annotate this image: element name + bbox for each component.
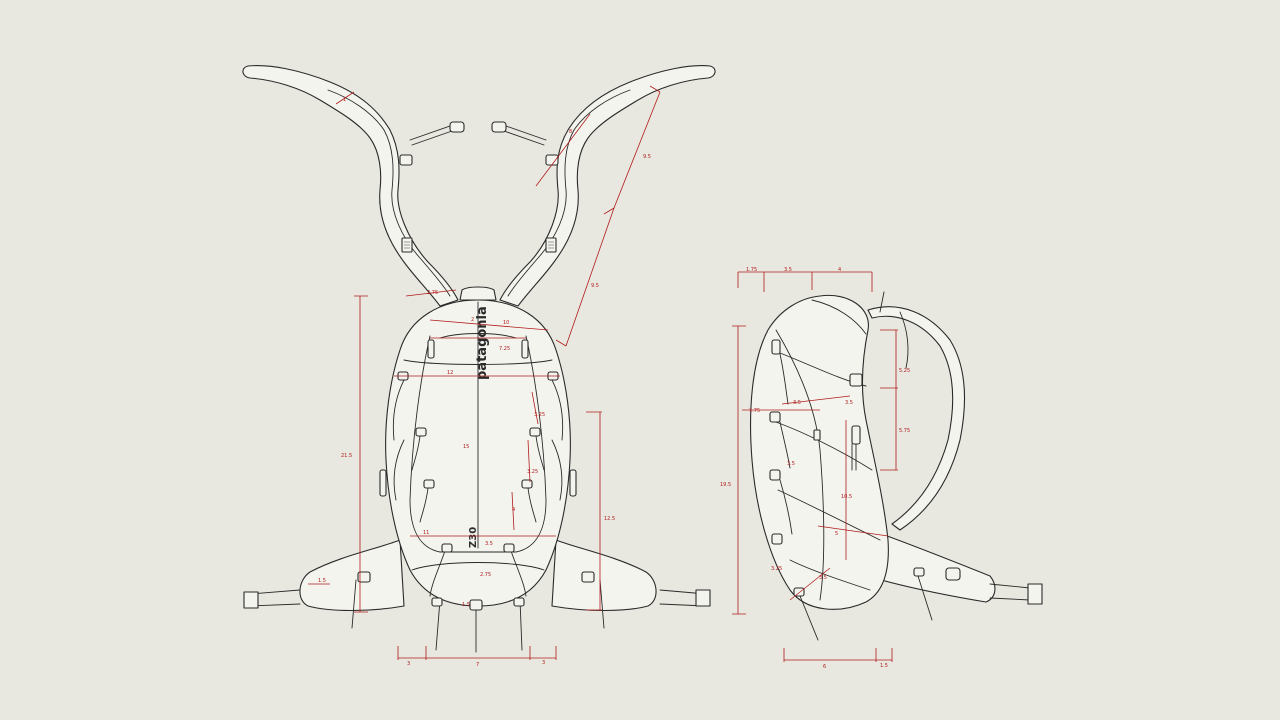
dim-total-height: 21.5 <box>341 453 352 459</box>
dim-base-right: 3 <box>542 660 545 666</box>
dim-side-top-a: 1.75 <box>746 267 757 273</box>
dim-harness-upper: 5.25 <box>899 368 910 374</box>
dim-base-depth: 6 <box>823 664 826 670</box>
dim-side-panel: 12.5 <box>604 516 615 522</box>
dim-front-a: 1.75 <box>749 408 760 414</box>
dim-side-mid: 3.25 <box>527 469 538 475</box>
dim-lower-width: 11 <box>423 530 429 536</box>
dim-front-c: 3.5 <box>845 400 853 406</box>
dim-bottom-pocket: 2.75 <box>480 572 491 578</box>
dim-shoulder-pad: 1 <box>343 97 346 103</box>
dim-base-small: 1.5 <box>880 663 888 669</box>
dim-front-d: 3.5 <box>787 461 795 467</box>
front-logo: patagonia <box>475 306 490 380</box>
dim-strap-width: 8 <box>569 129 572 135</box>
side-dimensions: 1.75 3.5 4 5.25 5.75 19.5 1.75 3.5 3.5 3… <box>720 267 910 670</box>
dim-bottom-curve: 3.25 <box>771 566 782 572</box>
dim-center-height: 15 <box>463 444 469 450</box>
dim-lower-small: 3.5 <box>485 541 493 547</box>
dim-depth: 10.5 <box>841 494 852 500</box>
dim-side-total-height: 19.5 <box>720 482 731 488</box>
front-model-label: Z30 <box>468 527 479 548</box>
right-shoulder-strap <box>491 65 716 307</box>
dim-top-width: 10 <box>503 320 509 326</box>
dim-side-top-b: 3.5 <box>784 267 792 273</box>
dim-bottom-strap: 1.5 <box>462 602 470 608</box>
dim-side-upper: 3.25 <box>534 412 545 418</box>
dim-strap-upper: 9.5 <box>643 154 651 160</box>
side-view <box>750 291 1043 641</box>
dim-lower-a: 5 <box>835 531 838 537</box>
front-view: patagonia Z30 <box>242 65 716 653</box>
left-shoulder-strap <box>242 65 465 307</box>
dim-strap-lower: 9.5 <box>591 283 599 289</box>
dim-side-top-c: 4 <box>838 267 841 273</box>
dim-hipbelt: 1.5 <box>318 578 326 584</box>
dim-lower-b: 3.5 <box>819 575 827 581</box>
front-dimensions: 1 8 9.5 9.5 2.75 2 10 7.25 12 21.5 15 3.… <box>308 85 661 668</box>
dim-sternum: 2.75 <box>427 290 438 296</box>
front-compression-cords <box>379 371 577 523</box>
front-bottom-straps <box>351 543 605 653</box>
dim-top-small: 2 <box>471 317 474 323</box>
dim-front-b: 3.5 <box>793 400 801 406</box>
dim-body-width: 12 <box>447 370 453 376</box>
dim-harness-lower: 5.75 <box>899 428 910 434</box>
dim-lid: 7.25 <box>499 346 510 352</box>
dim-side-low: 4 <box>512 507 515 513</box>
hip-belt <box>243 539 711 612</box>
dim-base-left: 3 <box>407 661 410 667</box>
dim-base-center: 7 <box>476 662 479 668</box>
